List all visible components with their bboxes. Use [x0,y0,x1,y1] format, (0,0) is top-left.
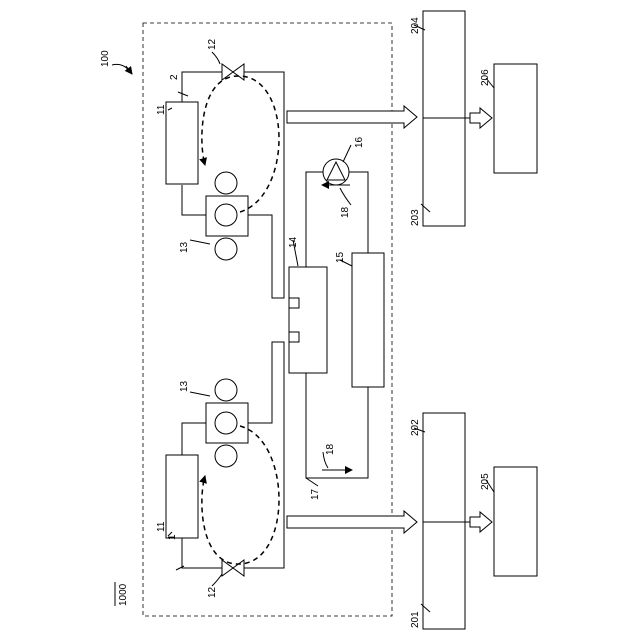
label-compressor-top: 11 [156,104,167,115]
valve-bottom-icon [222,560,244,576]
sensor-top-2-icon [215,204,237,226]
label-pump: 16 [354,136,365,148]
water-loop [289,159,384,478]
cycle-2 [166,64,284,298]
output-arrow-bottom [287,511,417,533]
cycle-2-loop-left [182,185,206,215]
label-cycle-1: 1 [167,534,178,540]
sensor-bottom-3-icon [215,445,237,467]
label-device-205: 205 [480,473,491,490]
label-unit: 100 [100,50,111,67]
sensor-top-3-icon [215,238,237,260]
label-device-204: 204 [410,17,421,34]
label-cycle-2: 2 [169,74,180,80]
cycle-1-loop-left [182,423,206,455]
compressor-top [166,102,198,184]
sensor-top-1-icon [215,172,237,194]
valve-top-icon [222,64,244,80]
port-top [289,298,299,308]
label-compressor-bottom: 11 [156,521,167,532]
output-arrow-206 [470,108,492,128]
port-bottom [289,332,299,342]
label-valve-bottom: 12 [207,586,218,598]
label-flow-bottom: 18 [325,443,336,455]
sensor-bottom-1-icon [215,379,237,401]
cycle-1 [166,342,284,576]
label-flow-top: 18 [340,206,351,218]
label-sensors-top: 13 [179,241,190,253]
device-206 [494,64,537,173]
label-device-206: 206 [480,69,491,86]
label-system: 1000 [118,583,129,606]
label-sensors-bottom: 13 [179,380,190,392]
output-arrow-205 [470,512,492,532]
device-205 [494,467,537,576]
water-pipe-lower [306,373,368,478]
heat-exchanger [289,267,327,373]
label-valve-top: 12 [207,38,218,50]
sensor-bottom-2-icon [215,412,237,434]
output-arrow-top [287,106,417,128]
label-device-202: 202 [410,419,421,436]
circulation-top [202,76,279,212]
tank [352,253,384,387]
compressor-bottom [166,455,198,538]
label-tank: 15 [335,251,346,263]
label-device-203: 203 [410,209,421,226]
label-pipe: 17 [310,488,321,500]
unit-label-arrow [126,66,132,74]
device-201-202 [423,413,465,629]
circulation-bottom [202,426,279,564]
pump-icon [323,159,349,185]
label-heat-exchanger: 14 [288,236,299,248]
label-device-201: 201 [410,611,421,628]
